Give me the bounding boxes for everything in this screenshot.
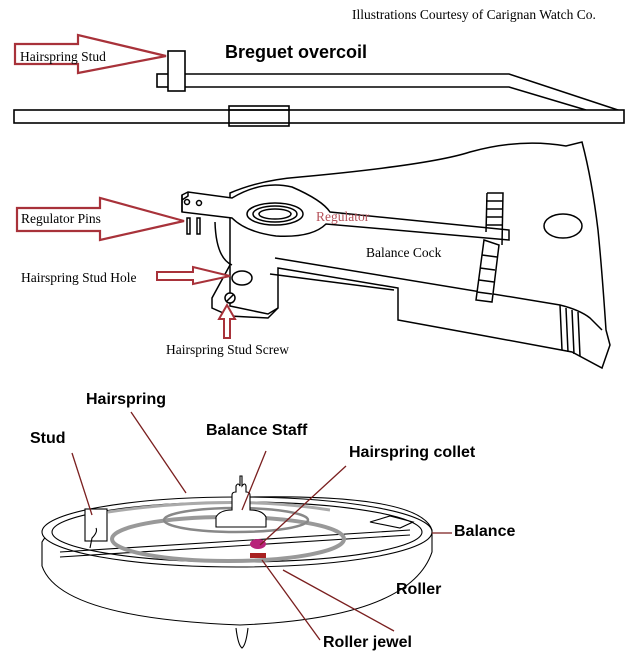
credit-text: Illustrations Courtesy of Carignan Watch… bbox=[352, 7, 596, 22]
hairspring-stud-arrow bbox=[13, 33, 167, 75]
stud-hole-shape bbox=[231, 270, 253, 286]
overcoil-bar bbox=[172, 73, 625, 113]
balance-staff-label: Balance Staff bbox=[206, 422, 308, 439]
hairspring-flat-bar bbox=[13, 109, 625, 124]
balance-staff-leader bbox=[241, 450, 267, 511]
stud-leader bbox=[71, 452, 93, 516]
regulator-pins-arrow bbox=[15, 196, 185, 242]
leader-lines bbox=[71, 411, 452, 641]
collet-block bbox=[228, 105, 290, 127]
stud-label: Stud bbox=[30, 430, 66, 447]
hairspring-stud-shape bbox=[167, 50, 186, 92]
hairspring-stud-label: Hairspring Stud bbox=[20, 49, 106, 64]
roller-jewel-label: Roller jewel bbox=[323, 634, 412, 651]
balance-cock-label: Balance Cock bbox=[366, 245, 442, 260]
hairspring-collet-leader bbox=[259, 465, 347, 546]
regulator-pin bbox=[196, 217, 201, 235]
breguet-overcoil-title: Breguet overcoil bbox=[225, 42, 368, 62]
roller-leader bbox=[282, 569, 395, 632]
hairspring-stud-screw-arrow bbox=[217, 302, 237, 339]
roller-jewel-shape bbox=[250, 539, 266, 549]
balance-wheel-drawing bbox=[41, 475, 433, 649]
hairspring-stud-hole-label: Hairspring Stud Hole bbox=[21, 270, 137, 285]
regulator-label: Regulator bbox=[316, 209, 370, 224]
stud-shape bbox=[84, 508, 108, 542]
roller-label: Roller bbox=[396, 581, 442, 598]
hairspring-collet-label: Hairspring collet bbox=[349, 444, 476, 461]
balance-label: Balance bbox=[454, 523, 516, 540]
balance-cock-drawing bbox=[181, 141, 611, 370]
breguet-overcoil-drawing bbox=[13, 50, 625, 127]
hairspring-stud-screw-label: Hairspring Stud Screw bbox=[166, 342, 289, 357]
hairspring-label: Hairspring bbox=[86, 391, 167, 408]
roller-shape bbox=[250, 553, 266, 558]
roller-jewel-leader bbox=[261, 559, 321, 641]
balance-staff-shape bbox=[215, 475, 267, 528]
hairspring-stud-hole-arrow bbox=[156, 265, 231, 286]
regulator-pins-label: Regulator Pins bbox=[21, 211, 101, 226]
regulator-pin bbox=[186, 217, 191, 235]
hairspring-leader bbox=[130, 411, 187, 494]
